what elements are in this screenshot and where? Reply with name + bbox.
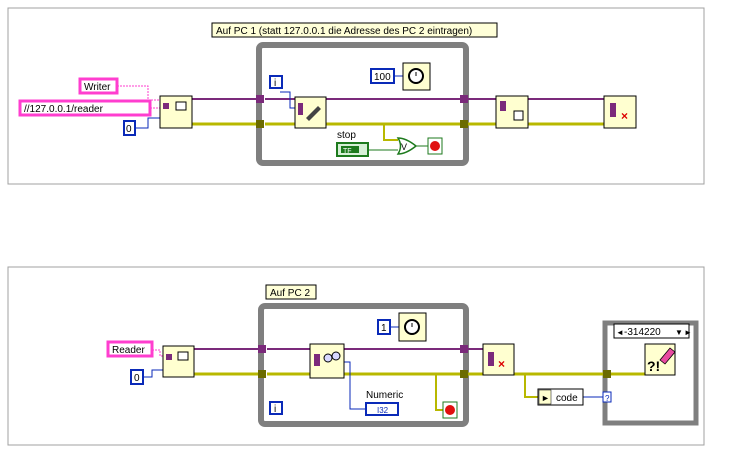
const-reader-box[interactable]: [106, 340, 154, 358]
case-selector-text: -314220: [624, 327, 661, 338]
const-wait-top-box[interactable]: [370, 68, 395, 84]
wire-error-to-or: [383, 124, 398, 141]
top-while-loop: [256, 42, 469, 166]
case-selector-box[interactable]: [613, 323, 690, 339]
close-x-icon: ×: [621, 109, 628, 123]
node-read-bottom-chip: [314, 354, 320, 366]
unbundle-arrow-icon: ►: [541, 393, 550, 403]
numeric-indicator-text: I32: [377, 406, 389, 415]
const-wait-top-text: 100: [374, 72, 391, 83]
wire-b-numeric: [340, 361, 366, 410]
wire-b-error-to-stop: [435, 374, 443, 411]
bottom-label-text: Auf PC 2: [270, 288, 310, 299]
const-url-box[interactable]: [18, 99, 152, 117]
eraser-icon: [659, 347, 676, 365]
node-open-bottom-screen: [177, 351, 189, 361]
wire-reader-string: [152, 349, 163, 357]
tunnel-bottom-3: [460, 345, 468, 353]
const-zero-top-box[interactable]: [123, 120, 136, 136]
tunnel-top-2: [256, 120, 264, 128]
close-x-icon-bottom: ×: [498, 357, 505, 371]
iteration-terminal-top-text: i: [274, 78, 276, 89]
wire-zero-bottom: [143, 369, 163, 378]
const-reader-text: Reader: [112, 345, 145, 356]
node-write-top-chip: [298, 103, 303, 115]
tunnel-bottom-2: [258, 370, 266, 378]
const-zero-bottom-text: 0: [134, 373, 140, 384]
bottom-label-box: [265, 284, 317, 300]
bool-control-top-inner: [341, 146, 359, 153]
node-close-bottom-chip: [488, 352, 494, 366]
iteration-terminal-bottom-text: i: [274, 404, 276, 415]
tunnel-bottom-6: [602, 391, 612, 403]
clear-errors-text: ?!: [647, 358, 660, 374]
node-open-connection-bottom[interactable]: [162, 345, 195, 378]
tunnel-bottom-6-text: ?: [605, 394, 610, 403]
const-zero-top-text: 0: [126, 124, 132, 135]
tunnel-top-4: [460, 120, 468, 128]
glasses-icon: [323, 351, 341, 363]
numeric-indicator[interactable]: [365, 402, 399, 416]
tunnel-top-1: [256, 95, 264, 103]
tunnel-top-3: [460, 95, 468, 103]
node-open-icon-screen: [175, 101, 187, 111]
wire-b-error-to-unbundle: [524, 374, 538, 398]
tunnel-bottom-1: [258, 345, 266, 353]
node-flush-top-grid: [513, 110, 524, 121]
node-close-top[interactable]: [603, 95, 637, 129]
or-gate-icon: [396, 137, 418, 155]
numeric-label: Numeric: [366, 390, 403, 401]
bottom-while-loop: [258, 303, 469, 427]
top-label-box: [211, 22, 498, 38]
const-writer-box[interactable]: [78, 77, 119, 95]
unbundle-code-arrow-box: [538, 389, 552, 405]
tunnel-bottom-5: [603, 370, 611, 378]
top-label-text: Auf PC 1 (statt 127.0.0.1 die Adresse de…: [216, 26, 472, 37]
pencil-icon: [306, 106, 321, 121]
const-url-text: //127.0.0.1/reader: [24, 104, 104, 115]
stop-icon-bottom: [445, 405, 455, 415]
node-open-bottom-chip: [166, 354, 172, 360]
unbundle-code-text: code: [556, 393, 578, 404]
case-selector-left: ◄: [616, 328, 624, 337]
iteration-terminal-top: [269, 75, 283, 89]
const-writer-text: Writer: [84, 82, 111, 93]
wire-writer-string: [117, 85, 160, 101]
node-open-icon-body: [163, 103, 169, 109]
node-open-connection-top[interactable]: [159, 95, 193, 129]
node-close-top-chip: [610, 103, 616, 117]
bool-control-top-text: TF: [343, 148, 352, 155]
wire-i-top: [280, 91, 295, 109]
const-wait-bottom-box[interactable]: [377, 319, 391, 335]
or-gate-symbol: V: [401, 142, 407, 152]
wire-zero-top: [135, 117, 160, 129]
case-selector-right: ►: [684, 328, 692, 337]
iteration-terminal-bottom: [269, 401, 283, 415]
tunnel-bottom-4: [460, 370, 468, 378]
node-flush-top-chip: [500, 101, 506, 111]
stop-icon: [430, 141, 440, 151]
const-wait-bottom-text: 1: [381, 323, 387, 334]
case-selector-down: ▼: [675, 328, 683, 337]
stop-label: stop: [337, 130, 356, 141]
const-zero-bottom-box[interactable]: [130, 369, 144, 385]
